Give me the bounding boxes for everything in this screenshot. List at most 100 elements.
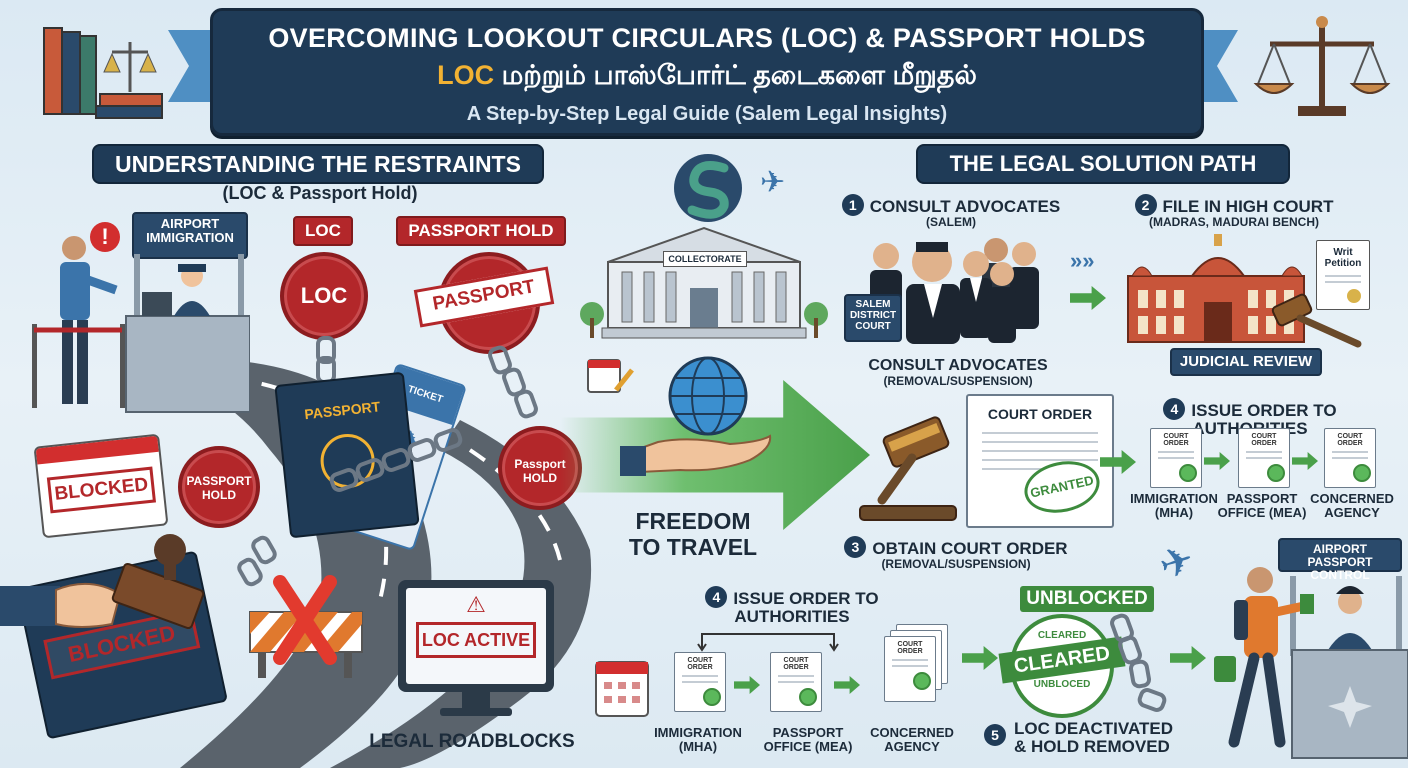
globe-in-hand-illustration	[620, 356, 772, 476]
blocked-label: BLOCKED	[46, 466, 157, 514]
roadblock-barrier-icon	[249, 575, 363, 678]
consult-advocates-label: CONSULT ADVOCATES(REMOVAL/SUSPENSION)	[868, 357, 1048, 388]
traveler-at-passport-control-illustration	[1214, 567, 1408, 759]
step-1-title: CONSULT ADVOCATES	[869, 197, 1061, 216]
step-5-title: LOC DEACTIVATED & HOLD REMOVED	[1014, 719, 1173, 756]
authority-passport-office: PASSPORT OFFICE (MEA)	[1217, 491, 1307, 520]
alert-icon: !	[90, 222, 120, 252]
court-order-doc-passport: COURT ORDER	[1238, 428, 1290, 488]
freedom-to-travel-label: FREEDOM TO TRAVEL	[628, 508, 758, 561]
step-3-title: OBTAIN COURT ORDER	[872, 539, 1068, 558]
loc-tag: LOC	[293, 216, 353, 246]
authority-passport-office-bottom: PASSPORT OFFICE (MEA)	[763, 725, 853, 754]
arrow-bottom-2-to-3	[834, 676, 860, 694]
court-order-doc-immigration-2: COURT ORDER	[674, 652, 726, 712]
warning-icon: ⚠	[466, 592, 486, 617]
chain-link	[1127, 658, 1153, 690]
tamil-title: LOC மற்றும் பாஸ்போர்ட் தடைகளை மீறுதல்	[213, 60, 1201, 95]
consult-advocates-text: CONSULT ADVOCATES	[868, 357, 1048, 374]
step-2-heading: 2 FILE IN HIGH COURT(MADRAS, MADURAI BENC…	[1116, 194, 1352, 229]
stamping-hand-illustration	[0, 534, 205, 630]
authority-concerned-agency-bottom: CONCERNED AGENCY	[870, 725, 954, 754]
step-1-subtitle: (SALEM)	[926, 215, 976, 229]
step-1-number: 1	[841, 194, 864, 216]
broken-chain-link	[1135, 685, 1169, 715]
loc-active-label: LOC ACTIVE	[416, 622, 536, 658]
page-subtitle: A Step-by-Step Legal Guide (Salem Legal …	[466, 103, 948, 125]
court-order-doc-passport-2: COURT ORDER	[770, 652, 822, 712]
cleared-stamp: CLEARED CLEARED UNBLOCED	[998, 614, 1126, 718]
law-books-icon	[43, 27, 163, 119]
authority-immigration: IMMIGRATION (MHA)	[1130, 491, 1218, 520]
calendar-pen-icon	[587, 359, 634, 393]
step-4-bottom-title: ISSUE ORDER TO AUTHORITIES	[733, 589, 879, 626]
distribution-bracket	[697, 633, 839, 652]
passport-book-label: PASSPORT	[303, 398, 381, 423]
collectorate-sign: COLLECTORATE	[663, 251, 747, 267]
passport-hold-tag: PASSPORT HOLD	[396, 216, 566, 246]
court-order-title: COURT ORDER	[987, 406, 1093, 422]
section-title-restraints: UNDERSTANDING THE RESTRAINTS	[92, 144, 544, 184]
step-4-top-number: 4	[1163, 398, 1186, 420]
judge-gavel-illustration	[859, 416, 957, 521]
chevrons-icon: »»	[1070, 248, 1095, 273]
step-3-number: 3	[844, 536, 867, 558]
judicial-review-label: JUDICIAL REVIEW	[1170, 348, 1322, 376]
court-order-stack-front: COURT ORDER	[884, 636, 936, 702]
step-3-subtitle: (REMOVAL/SUSPENSION)	[881, 557, 1031, 571]
court-order-doc-agency: COURT ORDER	[1324, 428, 1376, 488]
calendar-icon	[595, 661, 649, 717]
arrow-doc-2-to-3	[1292, 452, 1318, 470]
step-1-heading: 1 CONSULT ADVOCATES(SALEM)	[826, 194, 1076, 229]
cleared-stamp-top: CLEARED	[1037, 630, 1087, 641]
court-order-doc-immigration: COURT ORDER	[1150, 428, 1202, 488]
cleared-stamp-main: CLEARED	[998, 636, 1126, 684]
step-2-title: FILE IN HIGH COURT	[1162, 197, 1334, 216]
legal-roadblocks-label: LEGAL ROADBLOCKS	[369, 731, 575, 752]
passport-hold-stamp: PASSPORT HOLD	[178, 446, 260, 528]
page-title: OVERCOMING LOOKOUT CIRCULARS (LOC) & PAS…	[268, 23, 1146, 53]
collectorate-building-illustration	[580, 226, 828, 339]
court-order-doc-label: COURT ORDER	[897, 641, 923, 655]
monitor-base	[440, 708, 512, 716]
section-title-solution: THE LEGAL SOLUTION PATH	[916, 144, 1290, 184]
loc-seal: LOC	[280, 252, 368, 340]
monitor-display: ⚠ LOC ACTIVE	[406, 588, 546, 684]
arrow-to-cleared	[962, 646, 998, 670]
arrow-doc-1-to-2	[1204, 452, 1230, 470]
authority-concerned-agency: CONCERNED AGENCY	[1310, 491, 1394, 520]
step-2-subtitle: (MADRAS, MADURAI BENCH)	[1149, 215, 1319, 229]
arrow-step-1-to-2	[1070, 286, 1106, 310]
monitor-stand	[462, 692, 490, 710]
court-order-doc-label: COURT ORDER	[783, 657, 809, 671]
immigration-booth-illustration	[32, 236, 250, 413]
arrow-bottom-1-to-2	[734, 676, 760, 694]
court-order-doc-label: COURT ORDER	[1251, 433, 1277, 447]
step-2-number: 2	[1134, 194, 1157, 216]
monitor-screen: ⚠ LOC ACTIVE	[398, 580, 554, 692]
tamil-title-highlight: LOC	[437, 60, 495, 90]
step-3-heading: 3 OBTAIN COURT ORDER(REMOVAL/SUSPENSION)	[836, 536, 1076, 571]
writ-petition-label: Writ Petition	[1324, 247, 1362, 269]
blocked-calendar: BLOCKED	[33, 433, 169, 539]
consult-advocates-subtitle: (REMOVAL/SUSPENSION)	[883, 373, 1033, 388]
step-4-bottom-number: 4	[705, 586, 728, 608]
scales-of-justice-icon	[1253, 16, 1391, 116]
svg-text:✈: ✈	[760, 165, 785, 200]
cleared-stamp-bottom: UNBLOCED	[1033, 679, 1091, 690]
step-5-heading: 5 LOC DEACTIVATED & HOLD REMOVED	[984, 720, 1184, 756]
salem-logo-icon: ✈	[674, 154, 785, 222]
authority-immigration-bottom: IMMIGRATION (MHA)	[654, 725, 742, 754]
airplane-icon: ✈	[1154, 536, 1200, 590]
airport-immigration-sign: AIRPORT IMMIGRATION	[132, 212, 248, 259]
unblocked-banner: UNBLOCKED	[1020, 586, 1154, 612]
tamil-title-text: மற்றும் பாஸ்போர்ட் தடைகளை மீறுதல்	[501, 60, 977, 90]
gavel-icon	[1271, 293, 1362, 348]
court-order-doc-label: COURT ORDER	[1337, 433, 1363, 447]
section-subtitle-restraints: (LOC & Passport Hold)	[222, 183, 418, 203]
salem-district-court-sign: SALEM DISTRICT COURT	[844, 294, 902, 342]
step-5-number: 5	[984, 724, 1006, 746]
court-order-doc-label: COURT ORDER	[687, 657, 713, 671]
court-order-doc-label: COURT ORDER	[1163, 433, 1189, 447]
